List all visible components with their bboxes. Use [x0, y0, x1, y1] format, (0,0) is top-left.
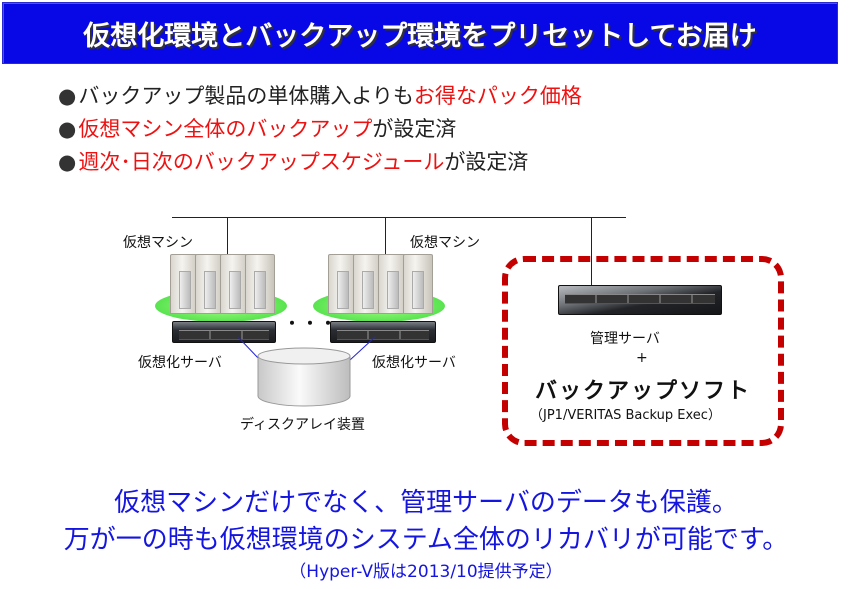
bullet-highlight: お得なパック価格 — [413, 84, 582, 108]
bullet-vm-backup: ●仮想マシン全体のバックアップが設定済 — [58, 113, 456, 143]
footer-line-1: 仮想マシンだけでなく、管理サーバのデータも保護。 — [114, 488, 738, 518]
network-drop-right — [385, 217, 386, 255]
vm-group-right — [308, 250, 448, 325]
network-drop-mgmt — [591, 217, 592, 291]
bullet-text: バックアップ製品の単体購入よりも — [78, 84, 414, 108]
slide-title: 仮想化環境とバックアップ環境をプリセットしてお届け — [83, 20, 757, 52]
virt-server-left-icon — [172, 321, 276, 343]
vm-server-icon — [245, 254, 275, 314]
bullet-text: が設定済 — [372, 117, 457, 141]
bullet-highlight: 週次･日次のバックアップスケジュール — [78, 150, 445, 174]
disk-array-icon — [257, 347, 351, 407]
plus-sign: + — [636, 350, 648, 366]
backup-product-label: （JP1/VERITAS Backup Exec） — [530, 408, 721, 423]
mgmt-server-label: 管理サーバ — [590, 331, 660, 347]
bullet-marker: ● — [58, 150, 77, 174]
mgmt-server-icon — [558, 285, 722, 315]
storage-link-left — [237, 336, 261, 361]
bullet-marker: ● — [58, 117, 77, 141]
disk-array-label: ディスクアレイ装置 — [240, 417, 366, 433]
vm-label-left: 仮想マシン — [123, 235, 193, 251]
bullet-price: ●バックアップ製品の単体購入よりもお得なパック価格 — [58, 80, 582, 110]
vm-server-icon — [403, 254, 433, 314]
bullet-schedule: ●週次･日次のバックアップスケジュールが設定済 — [58, 146, 528, 176]
bullet-marker: ● — [58, 84, 77, 108]
backup-soft-label: バックアップソフト — [535, 379, 752, 404]
network-line — [172, 217, 626, 218]
ellipsis: ・・・ — [284, 314, 339, 333]
storage-link-right — [349, 336, 376, 361]
footer-note: （Hyper-V版は2013/10提供予定） — [289, 562, 563, 582]
footer-line-2: 万が一の時も仮想環境のシステム全体のリカバリが可能です。 — [63, 525, 789, 555]
vm-group-left — [150, 250, 290, 325]
bullet-highlight: 仮想マシン全体のバックアップ — [78, 117, 373, 141]
vm-label-right: 仮想マシン — [410, 235, 480, 251]
virt-server-label-left: 仮想化サーバ — [138, 355, 222, 371]
bullet-text: が設定済 — [444, 150, 529, 174]
network-drop-left — [227, 217, 228, 255]
title-bar: 仮想化環境とバックアップ環境をプリセットしてお届け — [2, 2, 838, 64]
virt-server-label-right: 仮想化サーバ — [372, 355, 456, 371]
backup-package-box — [502, 256, 784, 446]
virt-server-right-icon — [330, 321, 436, 343]
